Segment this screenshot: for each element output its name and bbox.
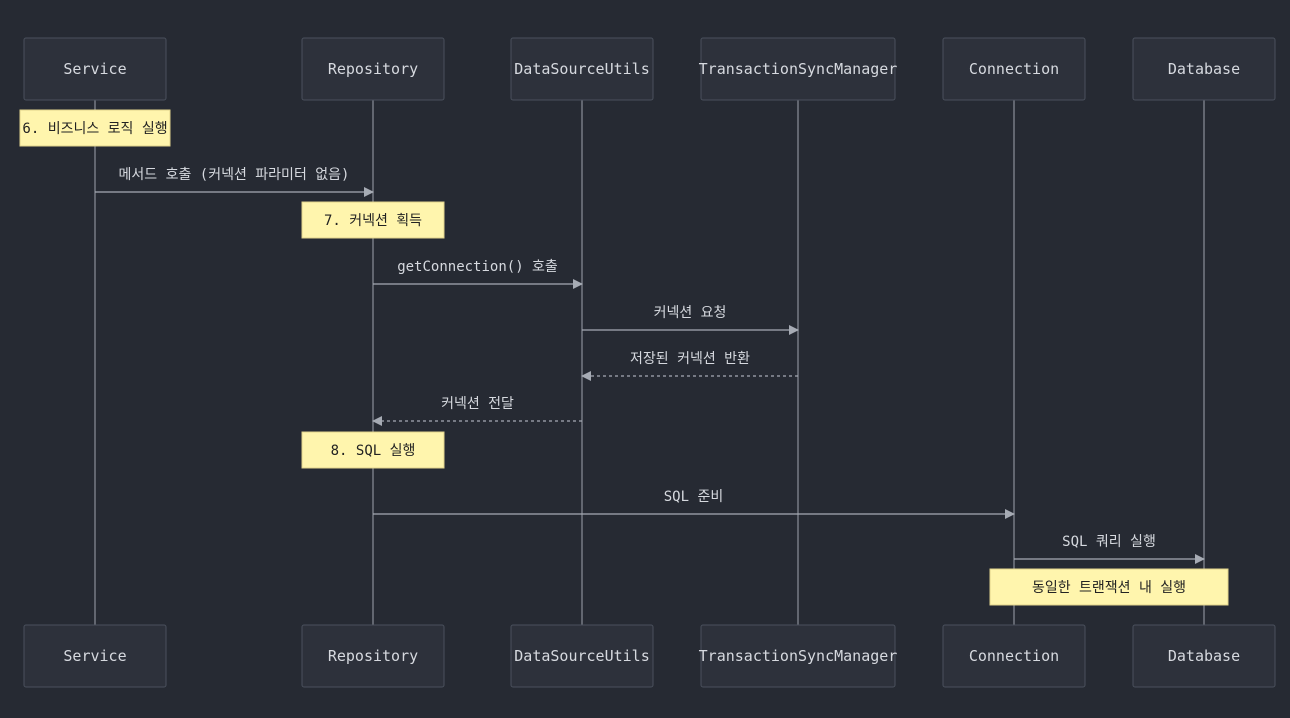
note-7: 8. SQL 실행	[301, 431, 445, 469]
participant-label: Service	[63, 60, 126, 78]
participant-label: Connection	[969, 60, 1059, 78]
note-0: 6. 비즈니스 로직 실행	[19, 109, 171, 147]
participant-connection-bottom[interactable]: Connection	[942, 624, 1086, 688]
message-label: 저장된 커넥션 반환	[630, 351, 750, 367]
participant-box	[942, 624, 1086, 688]
participant-box	[23, 37, 167, 101]
note-label: 6. 비즈니스 로직 실행	[22, 121, 167, 137]
message-label: SQL 쿼리 실행	[1062, 534, 1156, 550]
message-9: SQL 쿼리 실행	[1014, 534, 1205, 564]
participant-datasourceutils-bottom[interactable]: DataSourceUtils	[510, 624, 654, 688]
note-box	[301, 201, 445, 239]
participant-repository-bottom[interactable]: Repository	[301, 624, 445, 688]
message-6: 커넥션 전달	[372, 396, 582, 426]
participant-transactionsyncmanager-top[interactable]: TransactionSyncManager	[699, 37, 898, 101]
participant-box	[510, 37, 654, 101]
participant-box	[301, 624, 445, 688]
participant-datasourceutils-top[interactable]: DataSourceUtils	[510, 37, 654, 101]
message-label: 커넥션 요청	[654, 305, 727, 321]
message-3: getConnection() 호출	[373, 259, 583, 289]
participant-label: Repository	[328, 60, 418, 78]
participant-label: Database	[1168, 60, 1240, 78]
message-label: getConnection() 호출	[397, 259, 558, 275]
participant-repository-top[interactable]: Repository	[301, 37, 445, 101]
participant-label: TransactionSyncManager	[699, 647, 898, 665]
participant-box	[1132, 37, 1276, 101]
note-box	[301, 431, 445, 469]
message-label: 메서드 호출 (커넥션 파라미터 없음)	[119, 167, 350, 183]
message-label: 커넥션 전달	[441, 396, 514, 412]
participant-service-bottom[interactable]: Service	[23, 624, 167, 688]
participant-database-top[interactable]: Database	[1132, 37, 1276, 101]
message-4: 커넥션 요청	[582, 305, 799, 335]
participant-box	[700, 37, 896, 101]
message-8: SQL 준비	[373, 489, 1015, 519]
participant-label: DataSourceUtils	[514, 60, 649, 78]
participant-label: Repository	[328, 647, 418, 665]
participant-transactionsyncmanager-bottom[interactable]: TransactionSyncManager	[699, 624, 898, 688]
note-box	[989, 568, 1229, 606]
note-2: 7. 커넥션 획득	[301, 201, 445, 239]
participant-label: Connection	[969, 647, 1059, 665]
message-label: SQL 준비	[664, 489, 723, 505]
participant-box	[301, 37, 445, 101]
participant-connection-top[interactable]: Connection	[942, 37, 1086, 101]
note-label: 7. 커넥션 획득	[324, 213, 422, 229]
participant-box	[510, 624, 654, 688]
note-box	[19, 109, 171, 147]
participant-label: Database	[1168, 647, 1240, 665]
note-label: 8. SQL 실행	[331, 443, 416, 459]
participant-box	[700, 624, 896, 688]
participant-service-top[interactable]: Service	[23, 37, 167, 101]
participant-label: DataSourceUtils	[514, 647, 649, 665]
message-5: 저장된 커넥션 반환	[581, 351, 798, 381]
note-10: 동일한 트랜잭션 내 실행	[989, 568, 1229, 606]
participant-label: Service	[63, 647, 126, 665]
participant-database-bottom[interactable]: Database	[1132, 624, 1276, 688]
participant-box	[23, 624, 167, 688]
participant-box	[1132, 624, 1276, 688]
note-label: 동일한 트랜잭션 내 실행	[1032, 580, 1186, 596]
participant-box	[942, 37, 1086, 101]
message-1: 메서드 호출 (커넥션 파라미터 없음)	[95, 167, 374, 197]
participant-label: TransactionSyncManager	[699, 60, 898, 78]
